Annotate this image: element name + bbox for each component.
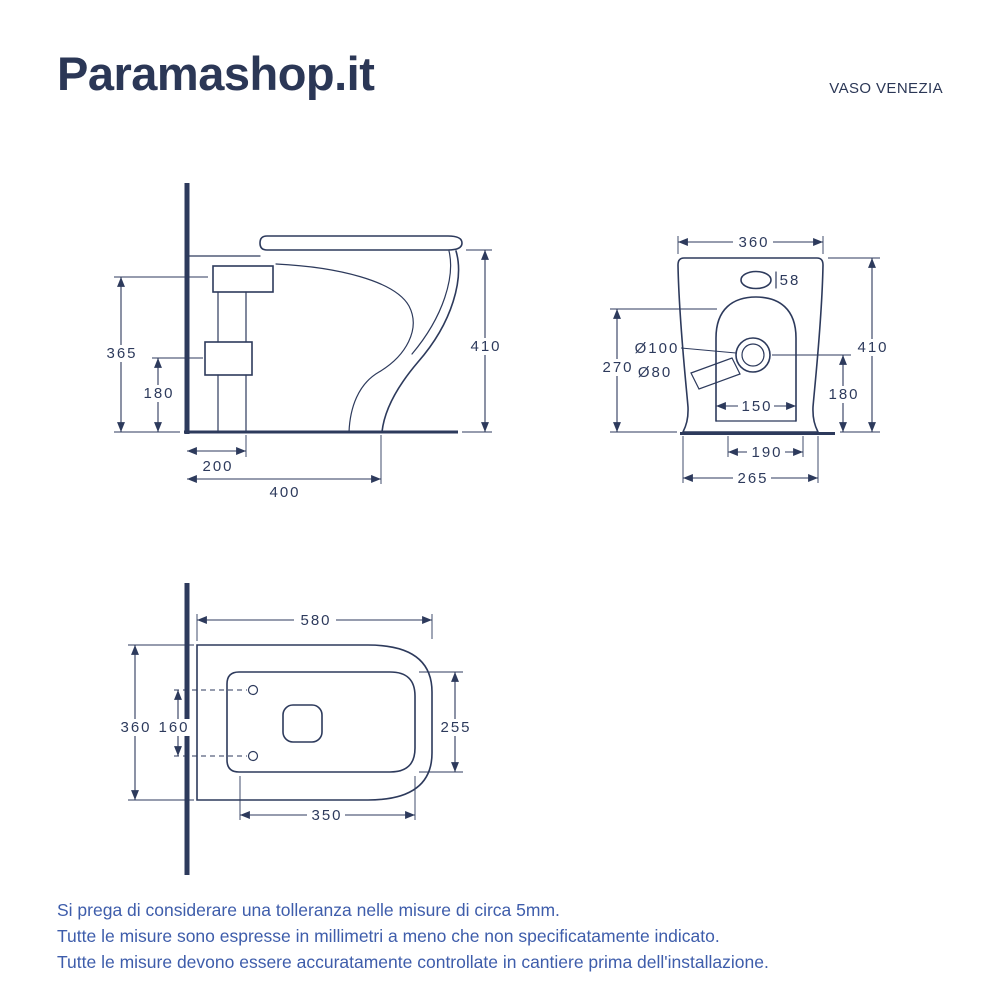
dim-label-drain-inner: Ø80: [638, 364, 672, 381]
dim-front-150: 150: [716, 398, 796, 415]
dim-side-200: 200: [187, 435, 247, 475]
dim-label-410-front: 410: [857, 339, 888, 356]
dim-label-200: 200: [202, 458, 233, 475]
product-name: VASO VENEZIA: [829, 80, 943, 97]
dim-label-190: 190: [751, 444, 782, 461]
note-line: Tutte le misure sono espresse in millime…: [57, 926, 720, 946]
dim-label-360-front: 360: [738, 234, 769, 251]
dim-top-580: 580: [196, 612, 433, 641]
dim-label-400: 400: [269, 484, 300, 500]
dim-label-160: 160: [158, 719, 189, 736]
dim-label-410-side: 410: [470, 338, 501, 355]
dim-front-180: 180: [772, 354, 861, 432]
front-flush-button: 58: [740, 270, 801, 290]
dim-side-180: 180: [141, 357, 203, 432]
dim-label-180: 180: [143, 385, 174, 402]
note-line: Tutte le misure devono essere accuratame…: [57, 952, 769, 972]
dim-side-400: 400: [187, 435, 382, 500]
front-drain: Ø100 Ø80: [635, 337, 771, 390]
dim-side-410: 410: [462, 249, 503, 433]
dim-label-180-front: 180: [828, 386, 859, 403]
dim-front-190: 190: [727, 436, 804, 461]
dim-top-350: 350: [239, 776, 416, 824]
dim-label-255: 255: [440, 719, 471, 736]
dim-front-265: 265: [682, 436, 819, 487]
note-line: Si prega di considerare una tolleranza n…: [57, 900, 560, 920]
top-view-drawing: 580 360 160 255: [110, 575, 490, 880]
dim-front-270: 270: [600, 308, 717, 433]
dim-label-360-top: 360: [120, 719, 151, 736]
dim-front-410: 410: [828, 257, 890, 433]
dim-label-265: 265: [737, 470, 768, 487]
dim-label-58: 58: [780, 272, 801, 289]
dim-label-270: 270: [602, 359, 633, 376]
dim-front-360: 360: [677, 234, 824, 254]
front-bowl-opening: [715, 296, 797, 422]
dim-top-160: 160: [156, 690, 192, 756]
brand-logo: Paramashop.it: [57, 47, 375, 100]
dim-label-150: 150: [741, 398, 772, 415]
dim-top-255: 255: [419, 671, 473, 773]
dim-label-drain-outer: Ø100: [635, 340, 680, 357]
front-body: [677, 257, 835, 435]
front-view-svg: 58 Ø100 Ø80 360: [600, 234, 890, 487]
dim-label-365: 365: [106, 345, 137, 362]
side-view-drawing: 365 180 410 200: [100, 170, 520, 500]
top-toilet-outline: [174, 644, 433, 801]
dim-top-360: 360: [118, 644, 194, 801]
side-view-svg: 365 180 410 200: [104, 183, 503, 500]
tolerance-notes: Si prega di considerare una tolleranza n…: [57, 897, 769, 975]
dim-label-350: 350: [311, 807, 342, 824]
side-toilet-outline: [186, 235, 463, 433]
dim-label-580: 580: [300, 612, 331, 629]
top-view-svg: 580 360 160 255: [118, 583, 473, 875]
side-wall-and-floor: [184, 183, 458, 434]
dim-side-365: 365: [104, 276, 208, 433]
front-view-drawing: 58 Ø100 Ø80 360: [595, 225, 905, 505]
